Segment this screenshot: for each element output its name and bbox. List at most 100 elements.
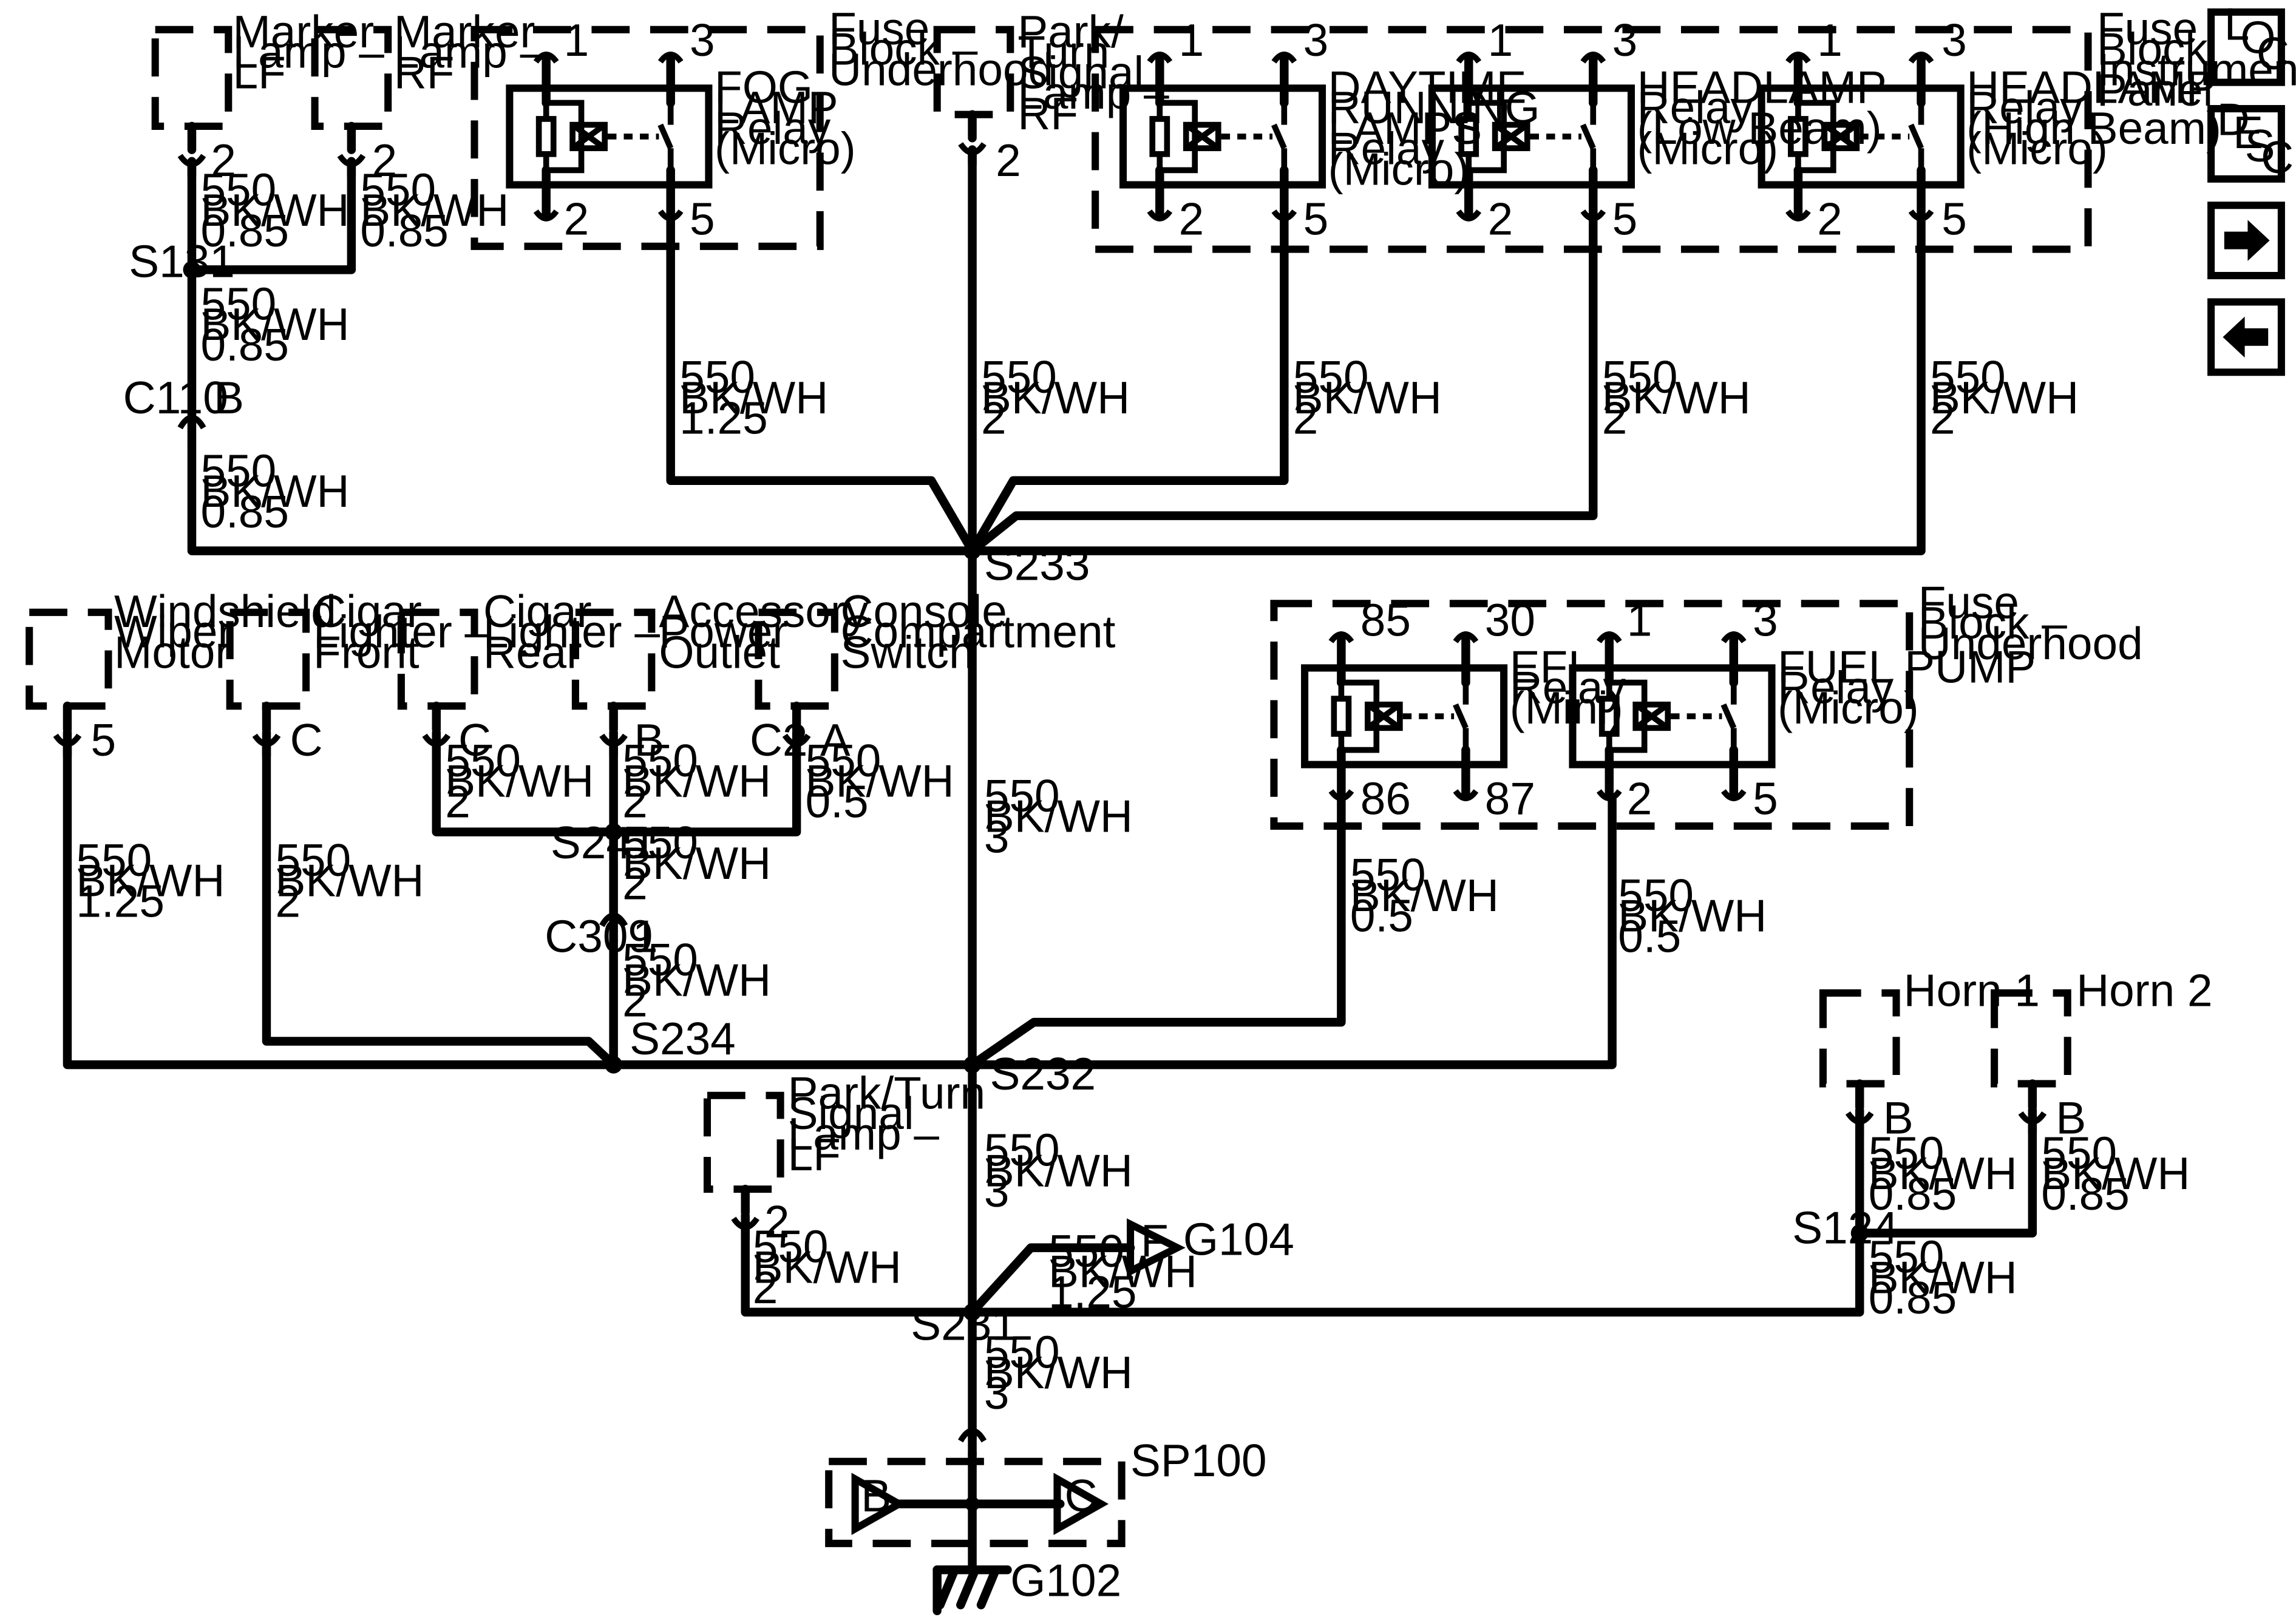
headlamp-high-beam-relay [1758, 52, 1965, 222]
svg-text:Signal: Signal [788, 1088, 914, 1139]
svg-text:550: 550 [984, 770, 1060, 821]
svg-text:550: 550 [622, 934, 698, 985]
svg-text:1: 1 [564, 15, 589, 66]
svg-text:Signal: Signal [1017, 47, 1144, 98]
svg-text:(Micro): (Micro) [715, 123, 856, 174]
svg-text:3: 3 [984, 811, 1010, 862]
svg-text:2: 2 [622, 975, 648, 1026]
svg-text:550: 550 [984, 1326, 1060, 1377]
svg-text:Fuse: Fuse [2097, 3, 2198, 54]
svg-text:Compartment: Compartment [840, 606, 1115, 657]
svg-text:B: B [634, 714, 664, 765]
svg-text:1: 1 [1488, 15, 1513, 66]
efi-relay-label: EFI Relay (Mini) [1510, 642, 1626, 734]
svg-text:BK/WH: BK/WH [200, 185, 349, 236]
svg-text:550: 550 [622, 817, 698, 868]
svg-text:BK/WH: BK/WH [76, 855, 225, 906]
console-switch-label: Console Compartment Switch [840, 586, 1115, 678]
svg-text:Switch: Switch [840, 626, 974, 677]
svg-text:3: 3 [984, 1368, 1010, 1419]
horn-2-label: Horn 2 [2076, 965, 2212, 1016]
svg-text:550: 550 [360, 164, 436, 215]
svg-text:550: 550 [200, 164, 276, 215]
svg-text:2: 2 [996, 135, 1021, 186]
svg-text:FUEL PUMP: FUEL PUMP [1778, 642, 2036, 693]
loc-label-l: L [2224, 0, 2250, 50]
svg-text:550: 550 [1048, 1225, 1124, 1276]
svg-text:0.85: 0.85 [1869, 1272, 1957, 1323]
svg-text:550: 550 [622, 735, 698, 786]
svg-text:5: 5 [91, 714, 117, 765]
splice-s232: S232 [990, 1048, 1096, 1099]
next-page-button[interactable] [2207, 202, 2285, 280]
svg-text:BK/WH: BK/WH [1048, 1246, 1197, 1297]
svg-text:Marker: Marker [233, 6, 375, 57]
svg-text:550: 550 [1618, 870, 1694, 921]
daytime-running-lamps-relay [1119, 52, 1326, 222]
svg-text:RF: RF [1017, 88, 1078, 139]
svg-text:LF: LF [233, 47, 286, 98]
svg-text:2: 2 [1627, 773, 1652, 824]
fuel-pump-relay-label: FUEL PUMP Relay (Micro) [1778, 642, 2036, 734]
svg-text:Park/: Park/ [1017, 6, 1124, 57]
svg-text:Windshield: Windshield [114, 586, 336, 637]
fuse-block-underhood-fog-outline [470, 25, 824, 250]
g102-ground-symbol: G102 [932, 1555, 1121, 1616]
fog-lamp-relay [506, 52, 713, 222]
svg-text:Outlet: Outlet [659, 626, 780, 677]
svg-text:Relay: Relay [1328, 123, 1445, 174]
svg-text:3: 3 [1612, 15, 1638, 66]
desc-label-c: C [2261, 132, 2294, 183]
svg-text:(Mini): (Mini) [1510, 682, 1623, 733]
svg-text:(Micro): (Micro) [1778, 682, 1919, 733]
svg-text:EFI: EFI [1510, 642, 1580, 693]
svg-text:1.25: 1.25 [679, 393, 768, 444]
svg-text:(Micro): (Micro) [1637, 123, 1779, 174]
svg-text:C: C [1065, 1470, 1098, 1521]
splice-points [183, 260, 1869, 1511]
svg-text:Panel: Panel [2097, 64, 2213, 115]
svg-text:2: 2 [1179, 194, 1204, 245]
svg-text:A: A [820, 714, 851, 765]
svg-text:5: 5 [1941, 194, 1967, 245]
svg-text:(Micro): (Micro) [1966, 123, 2108, 174]
svg-text:0.85: 0.85 [200, 205, 289, 256]
prev-page-button[interactable] [2207, 298, 2285, 376]
relay-body [1428, 84, 1635, 189]
svg-text:5: 5 [1612, 194, 1638, 245]
svg-text:2: 2 [372, 135, 398, 186]
svg-text:550: 550 [1602, 351, 1678, 402]
component-pin-labels: 2 2 2 5 C C B A 2 B B [91, 135, 2087, 1247]
svg-text:550: 550 [806, 735, 881, 786]
svg-text:Wiper: Wiper [114, 606, 233, 657]
svg-text:Instrument: Instrument [2097, 44, 2296, 95]
svg-text:5: 5 [1303, 194, 1329, 245]
relay-body [1569, 664, 1776, 768]
svg-text:2: 2 [1602, 393, 1628, 444]
svg-text:Lighter –: Lighter – [313, 606, 490, 657]
svg-text:BK/WH: BK/WH [360, 185, 509, 236]
svg-text:550: 550 [275, 835, 351, 886]
svg-text:FOG: FOG [715, 61, 813, 112]
desc-button[interactable]: D E S C [2207, 93, 2294, 183]
svg-text:550: 550 [200, 278, 276, 329]
svg-text:BK/WH: BK/WH [984, 791, 1133, 842]
wiper-motor-label: Windshield Wiper Motor [114, 586, 336, 678]
low-beam-relay-label: HEADLAMP Relay (Low Beam) (Micro) [1637, 61, 1887, 174]
loc-button[interactable]: L O C [2207, 0, 2289, 86]
marker-lamp-lf-label: Marker Lamp – LF [233, 6, 385, 98]
svg-text:Power: Power [659, 606, 787, 657]
svg-text:1: 1 [1817, 15, 1843, 66]
svg-text:2: 2 [275, 875, 301, 926]
svg-text:BK/WH: BK/WH [1293, 372, 1442, 423]
svg-text:Underhood: Underhood [1918, 618, 2143, 669]
